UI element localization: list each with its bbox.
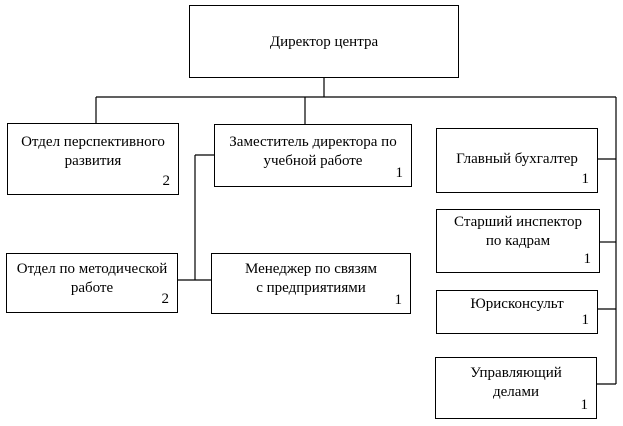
node-hr-inspector: Старший инспектор по кадрам 1 <box>436 209 600 273</box>
node-affairs-manager: Управляющий делами 1 <box>435 357 597 419</box>
node-title: Директор центра <box>269 34 379 50</box>
node-count: 1 <box>583 251 592 267</box>
node-title: Юрисконсульт <box>470 296 564 312</box>
node-count: 1 <box>395 165 404 181</box>
node-count: 1 <box>581 171 590 187</box>
node-legal-adviser: Юрисконсульт 1 <box>436 290 598 334</box>
node-methodical-department: Отдел по методической работе 2 <box>6 253 178 313</box>
node-count: 1 <box>394 292 403 308</box>
node-perspective-development: Отдел перспективного развития 2 <box>7 123 179 195</box>
node-enterprise-relations-manager: Менеджер по связям с предприятиями 1 <box>211 253 411 314</box>
node-title: Управляющий делами <box>470 365 562 400</box>
node-count: 2 <box>161 291 170 307</box>
node-title: Заместитель директора по учебной работе <box>229 134 397 169</box>
node-title: Отдел по методической работе <box>16 261 168 296</box>
node-director: Директор центра <box>189 5 459 78</box>
node-title: Главный бухгалтер <box>456 151 578 167</box>
node-title: Отдел перспективного развития <box>21 134 165 169</box>
node-count: 1 <box>581 312 590 328</box>
node-title: Старший инспектор по кадрам <box>454 214 582 249</box>
node-count: 2 <box>162 173 171 189</box>
node-deputy-director: Заместитель директора по учебной работе … <box>214 124 412 187</box>
node-title: Менеджер по связям с предприятиями <box>244 261 378 296</box>
node-chief-accountant: Главный бухгалтер 1 <box>436 128 598 193</box>
node-count: 1 <box>580 397 589 413</box>
